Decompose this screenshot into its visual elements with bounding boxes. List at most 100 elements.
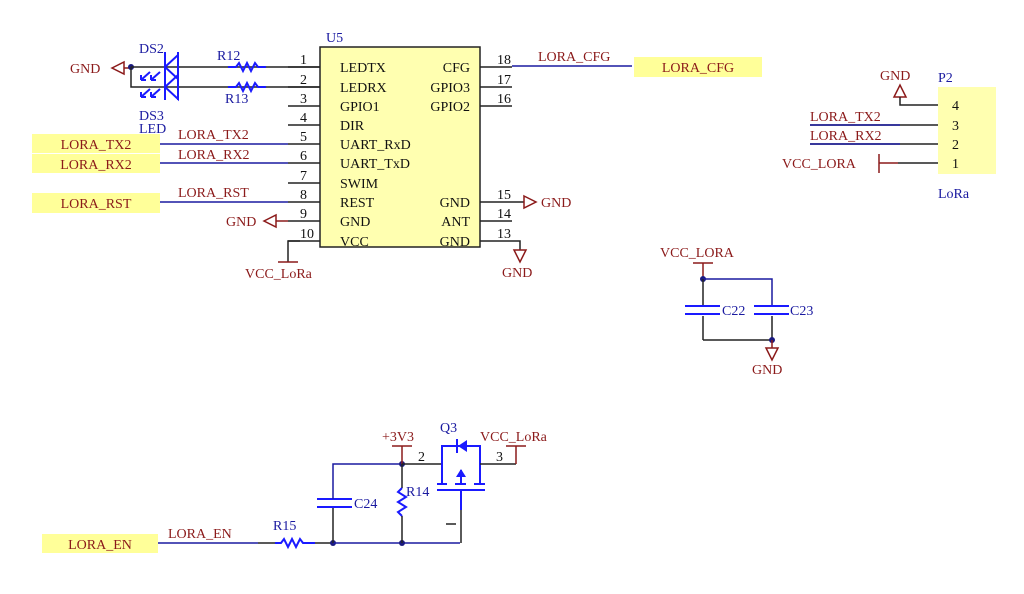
net-label-vcc-lora-caps: VCC_LORA: [660, 246, 735, 261]
gnd-label-led: GND: [70, 62, 100, 77]
svg-text:LORA_RX2: LORA_RX2: [60, 158, 132, 173]
u5-module[interactable]: U5 1LEDTX2LEDRX3GPIO14DIR5UART_RxD6UART_…: [288, 31, 524, 250]
r13-ref: R13: [225, 92, 248, 107]
u5-pin-number: 15: [497, 188, 511, 203]
u5-pin-number: 1: [300, 53, 307, 68]
u5-left-pins: 1LEDTX2LEDRX3GPIO14DIR5UART_RxD6UART_TxD…: [288, 53, 411, 250]
gnd-label-pin9: GND: [226, 215, 256, 230]
u5-pin-name: REST: [340, 196, 375, 211]
net-label-3v3: +3V3: [382, 430, 414, 445]
p2-ref: P2: [938, 71, 953, 86]
c24-ref: C24: [354, 497, 377, 512]
u5-pin-name: CFG: [443, 61, 470, 76]
net-label-lora-rst: LORA_RST: [178, 186, 249, 201]
p2-connector[interactable]: P2 LoRa 4 3 2 1: [938, 71, 996, 202]
u5-pin-number: 3: [300, 92, 307, 107]
gnd-symbol-pin15: [523, 194, 538, 210]
u5-pin-number: 9: [300, 207, 307, 222]
decoupling-caps: VCC_LORA C22 C23 GND: [660, 246, 813, 378]
svg-text:LORA_CFG: LORA_CFG: [662, 61, 734, 76]
u5-pin-name: GND: [440, 196, 470, 211]
led-ds2-icon: [140, 52, 179, 102]
r15-ref: R15: [273, 519, 296, 534]
p2-pin-2: 2: [952, 138, 959, 153]
u5-pin-number: 6: [300, 149, 307, 164]
port-lora-en[interactable]: LORA_EN: [42, 534, 158, 553]
u5-pin-name: GND: [440, 235, 470, 250]
u5-pin-number: 16: [497, 92, 511, 107]
gnd-label-pin15: GND: [541, 196, 571, 211]
port-lora-rx2[interactable]: LORA_RX2: [32, 154, 160, 173]
port-lora-cfg[interactable]: LORA_CFG: [634, 57, 762, 77]
u5-pin-name: UART_RxD: [340, 138, 411, 153]
ds2-ref: DS2: [139, 42, 164, 57]
r15-resistor-icon: [275, 536, 315, 550]
led-value: LED: [139, 122, 166, 137]
q3-mosfet-icon: [437, 439, 485, 510]
p2-net-lora-tx2: LORA_TX2: [810, 110, 881, 125]
q3-pin-2: 2: [418, 450, 425, 465]
u5-pin-name: DIR: [340, 119, 365, 134]
led-section: DS2 DS3 LED GND R12 R13: [70, 42, 320, 137]
u5-pin-name: GPIO1: [340, 100, 380, 115]
u5-pin-name: SWIM: [340, 177, 379, 192]
p2-gnd-label: GND: [880, 69, 910, 84]
net-label-lora-rx2: LORA_RX2: [178, 148, 250, 163]
gnd-symbol-led: [110, 60, 125, 76]
u5-body: [319, 46, 481, 248]
gnd-symbol-p2: [892, 83, 908, 98]
gnd-label-pin13: GND: [502, 266, 532, 281]
svg-text:LORA_TX2: LORA_TX2: [61, 138, 132, 153]
power-switch-section: LORA_EN LORA_EN R15 C24 R14 +3V3 2 Q3: [42, 421, 548, 553]
u5-pin-number: 2: [300, 73, 307, 88]
u5-pin-name: ANT: [441, 215, 470, 230]
u5-pin-number: 5: [300, 130, 307, 145]
u5-pin-number: 8: [300, 188, 307, 203]
net-label-vcc-lora-pin10: VCC_LoRa: [245, 267, 313, 282]
p2-pin-4: 4: [952, 99, 959, 114]
p2-net-lora-rx2: LORA_RX2: [810, 129, 882, 144]
q3-pin-3: 3: [496, 450, 503, 465]
gnd-symbol-pin9: [262, 213, 277, 229]
port-lora-tx2[interactable]: LORA_TX2: [32, 134, 160, 153]
u5-pin-name: GPIO3: [430, 81, 470, 96]
r14-resistor-icon: [396, 487, 408, 517]
port-lora-rst[interactable]: LORA_RST: [32, 193, 160, 213]
u5-pin-name: GND: [340, 215, 370, 230]
u5-pin-name: GPIO2: [430, 100, 470, 115]
u5-pin-number: 7: [300, 169, 307, 184]
u5-pin-number: 17: [497, 73, 511, 88]
p2-pin-1: 1: [952, 157, 959, 172]
u5-pin-number: 13: [497, 227, 511, 242]
net-label-lora-en: LORA_EN: [168, 527, 232, 542]
p2-pin-3: 3: [952, 119, 959, 134]
u5-ref: U5: [326, 31, 343, 46]
u5-pin-name: LEDRX: [340, 81, 387, 96]
u5-pin-number: 10: [300, 227, 314, 242]
net-label-vcc-lora-q3: VCC_LoRa: [480, 430, 548, 445]
u5-pin-name: LEDTX: [340, 61, 386, 76]
gnd-symbol-pin13: [512, 249, 528, 264]
net-label-lora-cfg: LORA_CFG: [538, 50, 610, 65]
r13-resistor-icon: [228, 80, 266, 94]
u5-pin-number: 18: [497, 53, 511, 68]
r12-resistor-icon: [228, 60, 266, 74]
svg-text:LORA_EN: LORA_EN: [68, 538, 132, 553]
u5-pin-number: 14: [497, 207, 511, 222]
q3-ref: Q3: [440, 421, 457, 436]
